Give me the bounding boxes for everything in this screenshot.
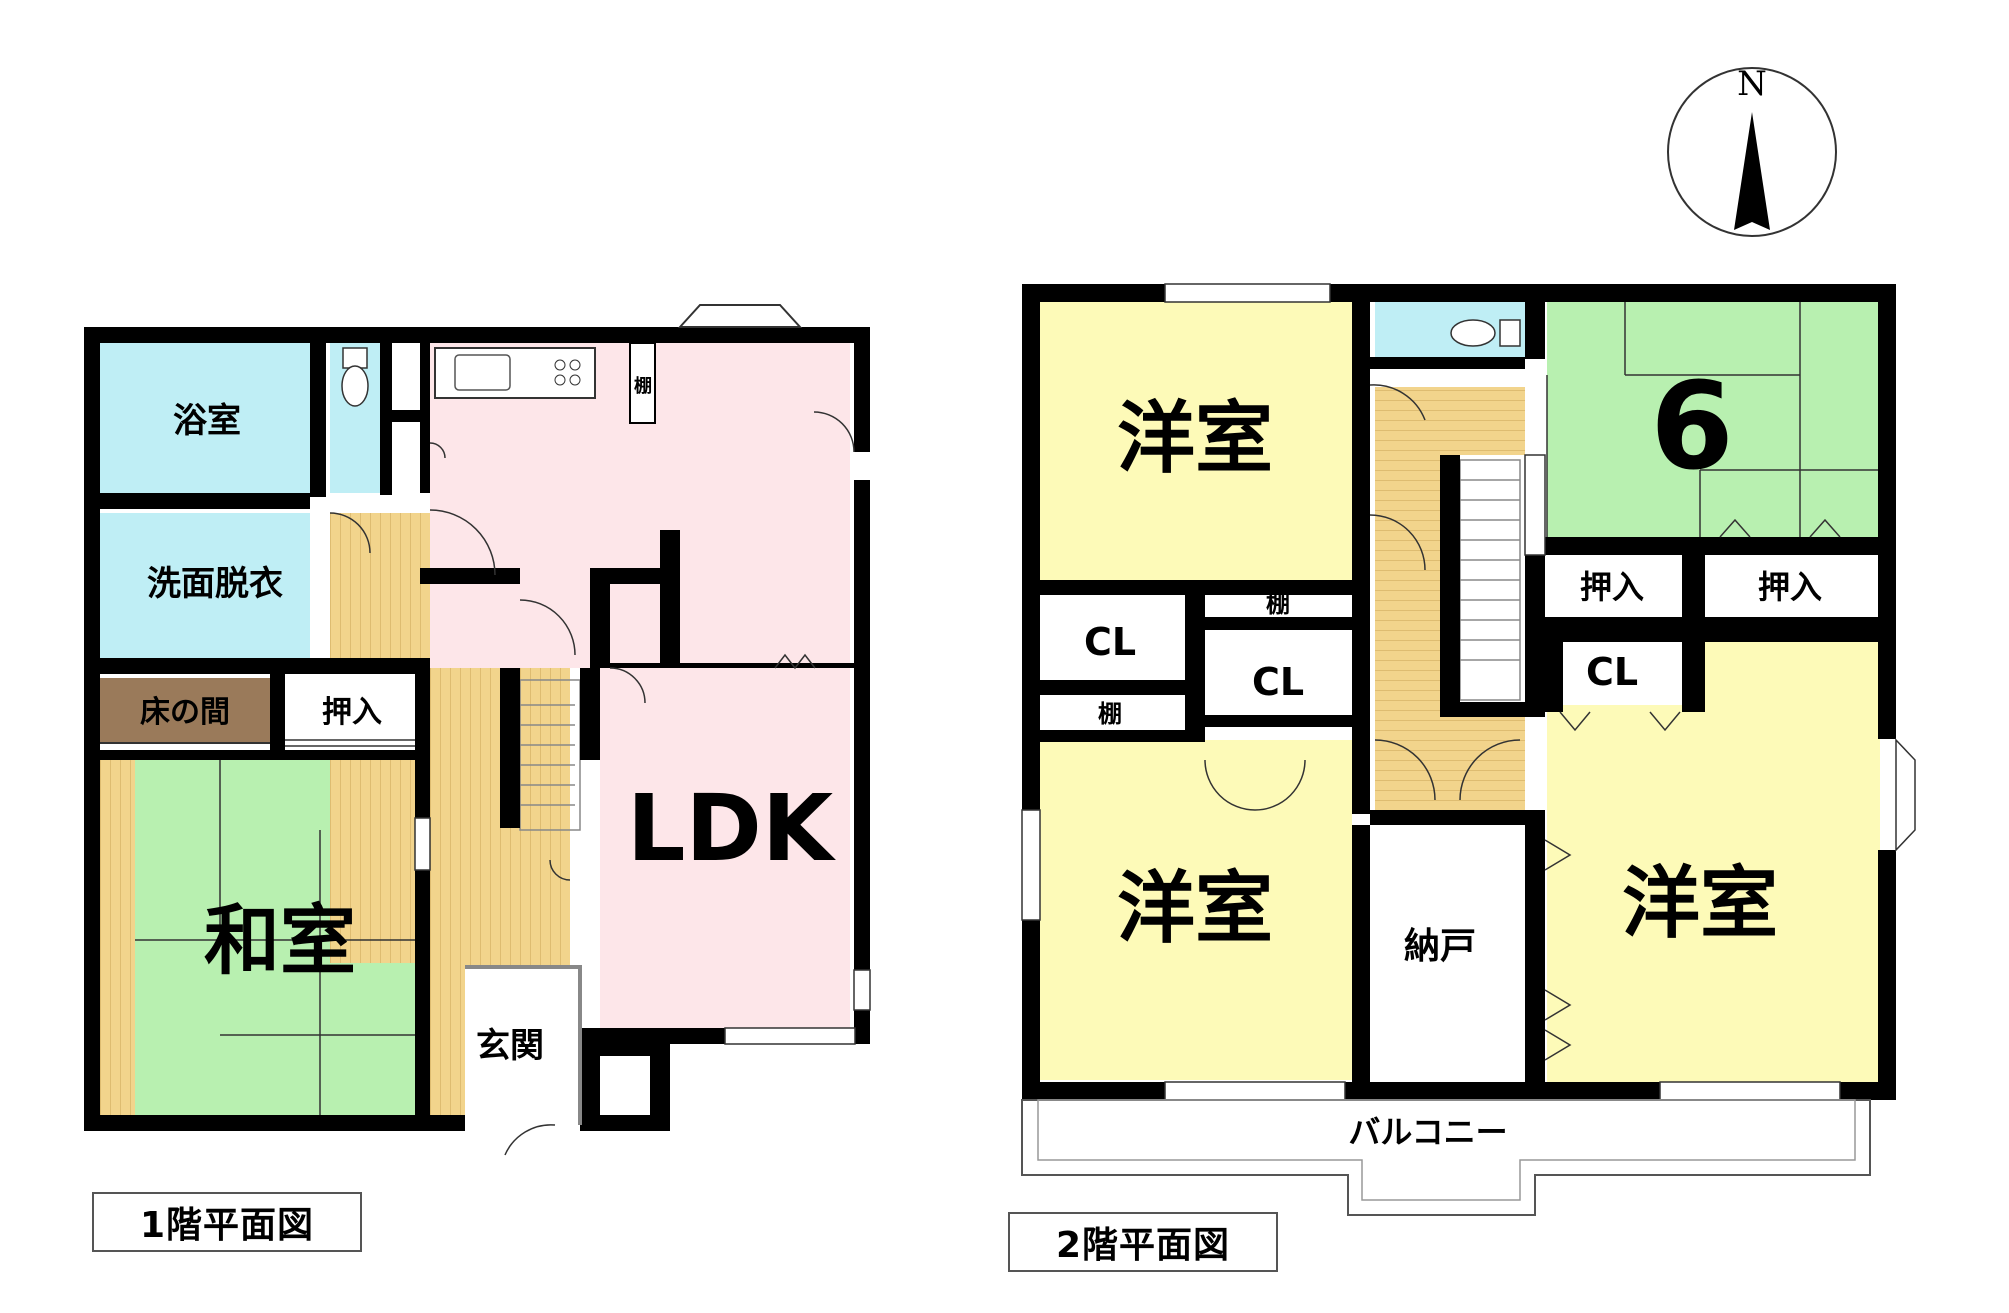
tatami-edge xyxy=(100,760,135,1115)
closet-a-label: 押入 xyxy=(1580,568,1644,606)
storage-label: 納戸 xyxy=(1404,926,1476,967)
entrance-fill xyxy=(465,965,580,1115)
floor1-caption: 1階平面図 xyxy=(92,1192,362,1252)
cl-right-label: CL xyxy=(1586,650,1638,694)
bath-fill xyxy=(100,343,310,493)
western-nw-label: 洋室 xyxy=(1117,394,1273,484)
shelf-top-label: 棚 xyxy=(1266,590,1290,618)
ldk-fill xyxy=(600,668,850,1028)
floor-1: 棚 xyxy=(84,304,871,1156)
closet-label: 押入 xyxy=(322,695,382,730)
tokonoma-fill xyxy=(100,678,270,743)
compass: N xyxy=(1667,64,1837,237)
entrance-label: 玄関 xyxy=(476,1026,544,1066)
cl-mid-label: CL xyxy=(1252,660,1304,704)
washroom-label: 洗面脱衣 xyxy=(147,564,283,604)
shelf-left-label: 棚 xyxy=(1098,700,1122,728)
floor1-shelf-label: 棚 xyxy=(634,375,652,397)
western-sw-label: 洋室 xyxy=(1117,864,1273,954)
closet-b-label: 押入 xyxy=(1758,568,1822,606)
washroom-fill xyxy=(100,513,310,658)
floor2-caption: 2階平面図 xyxy=(1008,1212,1278,1272)
western-se-label: 洋室 xyxy=(1622,859,1778,949)
compass-north-label: N xyxy=(1737,64,1767,104)
ldk-label: LDK xyxy=(627,775,837,882)
washitsu-label: 和室 xyxy=(204,896,356,985)
floor-2 xyxy=(1021,283,1916,1216)
cl-left-label: CL xyxy=(1084,620,1136,664)
tokonoma-label: 床の間 xyxy=(140,695,230,730)
bath-label: 浴室 xyxy=(173,401,241,441)
tatami-6-label: 6 xyxy=(1650,358,1734,497)
balcony-label: バルコニー xyxy=(1348,1113,1507,1151)
